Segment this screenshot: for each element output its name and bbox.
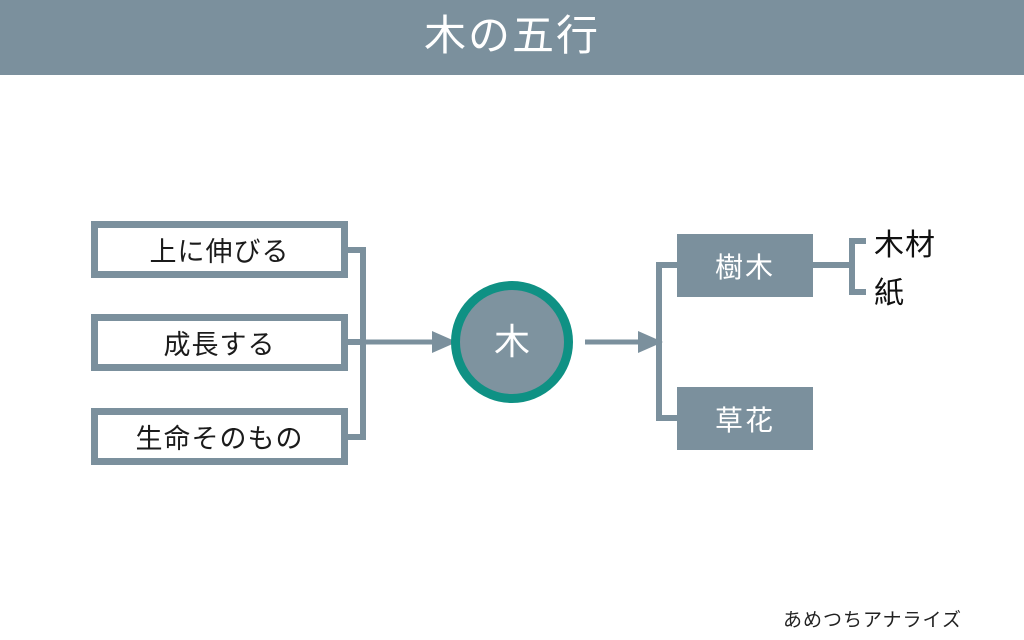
connector-input-3 xyxy=(348,342,366,440)
leaf-label-timber: 木材 xyxy=(874,229,936,262)
input-box-grow-up[interactable]: 上に伸びる xyxy=(91,221,348,278)
input-box-life-itself[interactable]: 生命そのもの xyxy=(91,408,348,465)
output-box-plants[interactable]: 草花 xyxy=(677,387,813,450)
arrowhead-right xyxy=(638,331,663,353)
connector-input-1 xyxy=(348,247,366,342)
output-box-plants-label: 草花 xyxy=(714,404,775,436)
input-box-life-itself-label: 生命そのもの xyxy=(135,424,304,454)
output-box-trees-label: 樹木 xyxy=(714,251,775,283)
center-node-label: 木 xyxy=(493,321,530,362)
center-node-wood[interactable]: 木 xyxy=(451,281,573,403)
footer-credit: あめつちアナライズ xyxy=(782,610,962,631)
connector-sub-bracket xyxy=(849,238,866,295)
page-title: 木の五行 xyxy=(423,12,600,59)
leaf-label-paper: 紙 xyxy=(874,277,905,310)
input-box-grow-up-label: 上に伸びる xyxy=(149,237,290,267)
output-box-trees[interactable]: 樹木 xyxy=(677,234,813,297)
input-box-growing[interactable]: 成長する xyxy=(91,314,348,371)
header-banner xyxy=(0,0,1024,75)
input-box-growing-label: 成長する xyxy=(163,330,276,360)
connector-output-bracket xyxy=(656,262,677,421)
